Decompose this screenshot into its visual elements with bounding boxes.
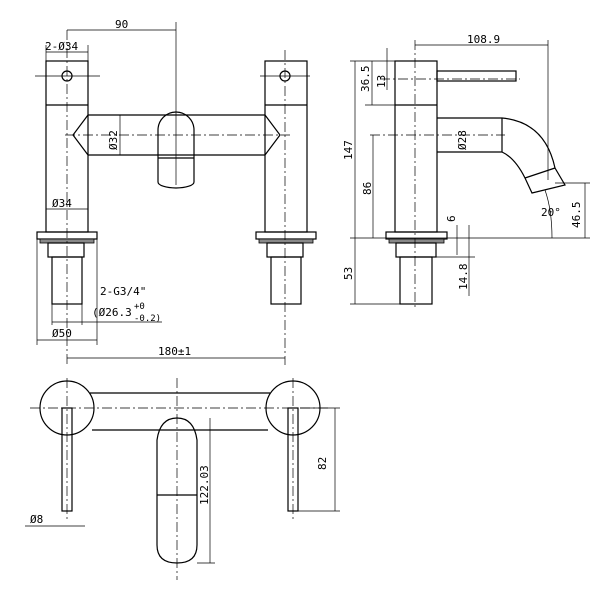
dim-d8: Ø8: [30, 513, 43, 526]
dim-122-03: 122.03: [198, 465, 211, 505]
dim-108-9: 108.9: [467, 33, 500, 46]
dim-d34: Ø34: [52, 197, 72, 210]
dim-90: 90: [115, 18, 128, 31]
dim-13: 13: [375, 75, 388, 88]
dim-thread-tol-lower: -0.2): [134, 314, 161, 324]
dim-2-d34: 2-Ø34: [45, 40, 78, 53]
dim-d50: Ø50: [52, 327, 72, 340]
dim-d32: Ø32: [107, 130, 120, 150]
dim-53: 53: [342, 267, 355, 280]
dim-147: 147: [342, 140, 355, 160]
right-column: [255, 60, 317, 305]
spout-top: [156, 417, 198, 564]
dim-86: 86: [361, 182, 374, 195]
top-view: Ø8 122.03 82: [25, 378, 340, 580]
dim-thread: 2-G3/4": [100, 285, 146, 298]
dim-36-5: 36.5: [359, 66, 372, 93]
centerlines: [35, 22, 310, 365]
dim-20-deg: 20°: [541, 206, 561, 219]
side-dimensions: [350, 40, 590, 305]
dim-thread-tol-upper: +0: [134, 302, 145, 312]
lever-handle: [436, 70, 517, 82]
bridge: [72, 114, 281, 156]
spout-side: [437, 117, 566, 194]
side-view: 108.9 13 36.5 147 86 Ø28 20° 46.5 6 53 1…: [342, 33, 590, 310]
dim-14-8: 14.8: [457, 264, 470, 291]
dim-180: 180±1: [158, 345, 191, 358]
dim-thread-diameter: (Ø26.3: [92, 306, 132, 319]
top-dimensions: [25, 407, 340, 564]
dim-6: 6: [445, 215, 458, 222]
dim-46-5: 46.5: [570, 202, 583, 229]
dim-82: 82: [316, 457, 329, 470]
front-view: 90 2-Ø34 Ø32 Ø34 2-G3/4" (Ø26.3 +0 -0.2)…: [35, 18, 317, 365]
front-dimensions: [36, 29, 285, 359]
dim-d28: Ø28: [456, 130, 469, 150]
